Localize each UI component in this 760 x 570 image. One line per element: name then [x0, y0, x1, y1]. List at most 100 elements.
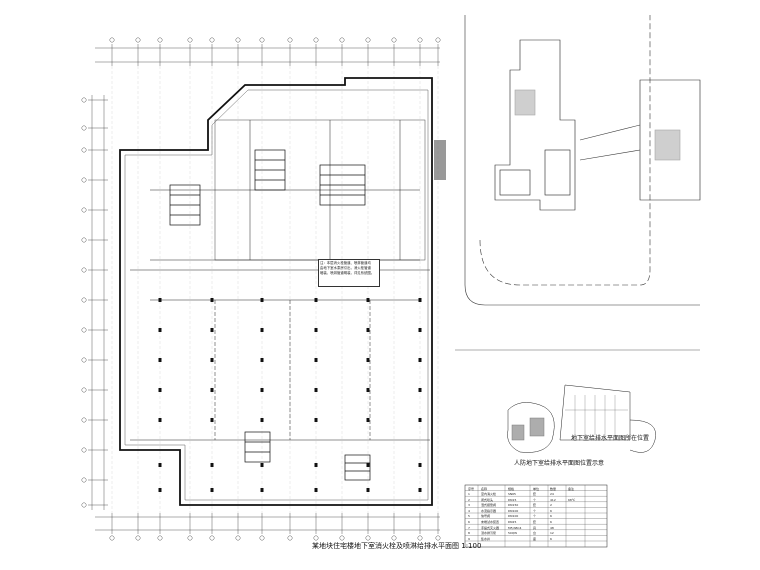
legend-cell: 6 — [550, 536, 552, 541]
axis-bubble — [81, 477, 87, 483]
column — [260, 298, 264, 302]
axis-bubble — [435, 535, 441, 541]
axis-bubble — [313, 535, 319, 541]
key-plan — [507, 402, 555, 453]
legend-cell: 单位 — [533, 486, 540, 491]
column — [418, 328, 422, 332]
axis-bubble — [81, 417, 87, 423]
legend-cell: 4 — [468, 508, 470, 513]
north-building-block — [494, 39, 576, 211]
column — [158, 298, 162, 302]
legend-cell: 48 — [550, 525, 554, 530]
axis-bubble — [235, 37, 241, 43]
column — [418, 388, 422, 392]
legend-cell: 末端试水装置 — [481, 520, 500, 524]
column — [158, 463, 162, 467]
axis-bubble — [287, 37, 293, 43]
legend-cell: 12 — [550, 531, 554, 536]
legend-cell: 50QW — [508, 531, 518, 536]
legend-cell: MF/ABC4 — [508, 525, 522, 530]
legend-cell: 集水井 — [481, 536, 491, 541]
legend-cell: 5 — [468, 514, 470, 519]
column — [260, 463, 264, 467]
axis-bubble — [187, 37, 193, 43]
column — [210, 328, 214, 332]
legend-cell: SN65 — [508, 492, 516, 496]
axis-bubble — [81, 147, 87, 153]
column — [366, 328, 370, 332]
location-plan-title: 人防地下室给排水平面图位置示意 — [514, 460, 605, 467]
drawing-scale: 1:100 — [461, 542, 482, 550]
column — [158, 388, 162, 392]
legend-cell: DN25 — [508, 520, 517, 524]
legend-cell: 9 — [468, 536, 470, 541]
legend-cell: 412 — [550, 497, 556, 502]
axis-grid-lines — [111, 66, 439, 513]
column — [366, 463, 370, 467]
column — [158, 488, 162, 492]
column — [260, 418, 264, 422]
column — [158, 328, 162, 332]
stair-core-4 — [244, 431, 271, 463]
column — [314, 298, 318, 302]
column — [210, 298, 214, 302]
legend-cell: 座 — [533, 536, 537, 541]
site-roads — [464, 15, 700, 306]
legend-cell: 备注 — [568, 486, 575, 491]
axis-bubble — [259, 535, 265, 541]
bottom-dimension-ticks — [109, 513, 441, 541]
stair-core-5 — [344, 454, 371, 481]
column — [418, 418, 422, 422]
axis-bubble — [135, 37, 141, 43]
axis-bubble — [157, 535, 163, 541]
column — [314, 418, 318, 422]
axis-bubble — [339, 535, 345, 541]
legend-cell: 2 — [550, 503, 552, 508]
legend-cell: 6 — [550, 514, 552, 519]
legend-cell: 室内消火栓 — [481, 492, 497, 496]
column — [260, 328, 264, 332]
axis-bubble — [235, 535, 241, 541]
legend-cell: 24 — [550, 492, 554, 496]
column — [314, 328, 318, 332]
legend-cell: 8 — [468, 531, 470, 536]
legend-cell: 水流指示器 — [481, 508, 497, 513]
axis-bubble — [435, 37, 441, 43]
left-dimension-chain — [91, 95, 105, 510]
legend-cell: 潜水排污泵 — [481, 531, 497, 536]
legend-cell: DN100 — [508, 508, 519, 513]
bottom-dimension-chain — [95, 516, 440, 531]
basement-outline — [119, 77, 433, 506]
axis-bubble — [209, 37, 215, 43]
legend-cell: 68℃ — [568, 497, 576, 502]
column — [260, 388, 264, 392]
axis-bubble — [81, 125, 87, 131]
legend-cell: 7 — [468, 525, 470, 530]
axis-bubble — [313, 37, 319, 43]
axis-bubble — [365, 535, 371, 541]
axis-bubble — [81, 327, 87, 333]
column — [314, 463, 318, 467]
axis-bubble — [81, 447, 87, 453]
column — [366, 358, 370, 362]
notice-line: 注：本层消火栓管道、喷淋管道均 — [320, 261, 371, 265]
legend-cell: 6 — [468, 520, 470, 524]
axis-bubble — [391, 37, 397, 43]
column — [158, 358, 162, 362]
axis-bubble — [209, 535, 215, 541]
drawing-title-text: 某地块住宅楼地下室消火栓及喷淋给排水平面图 — [312, 542, 459, 550]
legend-cell: 数量 — [550, 486, 557, 491]
legend-cell: 名称 — [481, 486, 488, 491]
axis-bubble — [109, 37, 115, 43]
axis-bubble — [157, 37, 163, 43]
legend-cell: 1 — [468, 492, 470, 496]
column — [418, 488, 422, 492]
stair-core-1 — [169, 184, 201, 226]
site-location-plan — [559, 384, 656, 453]
column — [260, 358, 264, 362]
legend-cell: 湿式报警阀 — [481, 503, 497, 508]
legend-cell: 手提式灭火器 — [481, 525, 500, 530]
notice-line: 由地下室水泵房引出，消火栓管道 — [320, 266, 371, 270]
legend-cell: 信号阀 — [481, 514, 491, 519]
east-building-block — [639, 79, 701, 201]
